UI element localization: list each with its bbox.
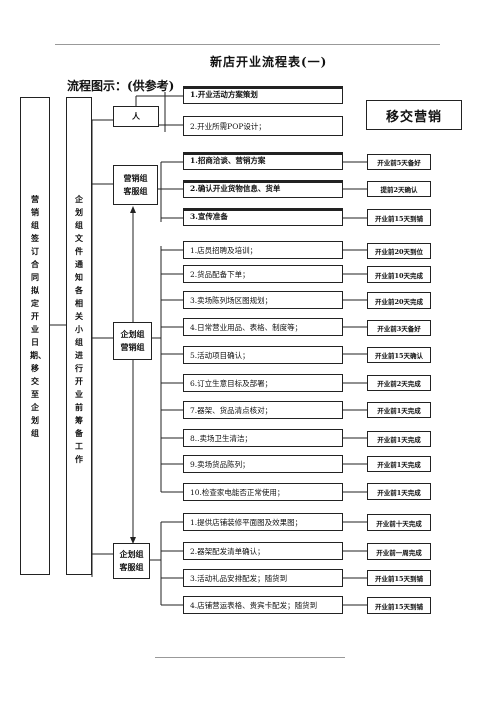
- due-b-7: 开业前1天完成: [367, 402, 431, 418]
- footer-rule: [155, 657, 345, 658]
- group-sales-service: 营销组 客服组: [113, 165, 158, 205]
- top-task-2: 2.开业所需POP设计；: [183, 116, 343, 136]
- due-b-1: 开业前20天到位: [367, 243, 431, 259]
- task-c-3: 3.活动礼品安排配发；随货到: [183, 569, 343, 587]
- header-rule: [55, 44, 440, 45]
- top-group-label: 人: [132, 111, 140, 121]
- due-b-6: 开业前2天完成: [367, 375, 431, 391]
- task-a-1: 1.招商洽谈、营销方案: [183, 152, 343, 170]
- due-c-3: 开业前15天到铺: [367, 570, 431, 586]
- task-b-7: 7.器架、货品清点核对；: [183, 401, 343, 419]
- task-b-3: 3.卖场陈列场区图规划；: [183, 291, 343, 309]
- task-c-2: 2.器架配发清单确认；: [183, 542, 343, 560]
- due-b-4: 开业前3天备好: [367, 320, 431, 336]
- sales-signing-text: 营销组签订合同拟定开业日期、移交至企划组: [30, 194, 46, 438]
- top-task-1: 1.开业活动方案策划: [183, 86, 343, 104]
- task-a-2: 2.确认开业货物信息、货单: [183, 180, 343, 198]
- due-c-2: 开业前一周完成: [367, 543, 431, 560]
- handoff-sales-box: 移交营销: [366, 100, 462, 130]
- task-b-8: 8..卖场卫生清洁；: [183, 429, 343, 447]
- task-a-3: 3.宣传准备: [183, 208, 343, 226]
- task-b-5: 5.活动项目确认；: [183, 346, 343, 364]
- due-b-8: 开业前1天完成: [367, 431, 431, 447]
- due-c-1: 开业前十天完成: [367, 514, 431, 531]
- due-a-3: 开业前15天到铺: [367, 209, 431, 226]
- task-b-4: 4.日常营业用品、表格、制度等；: [183, 318, 343, 336]
- group-planning-sales: 企划组 营销组: [113, 322, 152, 360]
- due-b-2: 开业前10天完成: [367, 266, 431, 283]
- task-b-6: 6.订立生意目标及部署；: [183, 374, 343, 392]
- planning-notice-text: 企划组文件通知各相关小组进行开业前筹备工作: [75, 194, 83, 464]
- task-c-4: 4.店铺营运表格、贵宾卡配发；随货到: [183, 596, 343, 614]
- top-group-box: 人: [113, 106, 159, 127]
- due-b-9: 开业前1天完成: [367, 456, 431, 472]
- task-c-1: 1.提供店铺装修平面图及效果图；: [183, 513, 343, 531]
- task-b-10: 10.检查家电能否正常使用；: [183, 483, 343, 501]
- due-b-5: 开业前15天确认: [367, 347, 431, 363]
- due-b-3: 开业前20天完成: [367, 292, 431, 309]
- due-b-10: 开业前1天完成: [367, 483, 431, 500]
- due-a-1: 开业前5天备好: [367, 154, 431, 170]
- sales-signing-column: [20, 97, 50, 575]
- due-c-4: 开业前15天到铺: [367, 597, 431, 614]
- task-b-1: 1.店员招聘及培训；: [183, 241, 343, 259]
- page-title: 新店开业流程表(一): [210, 55, 328, 69]
- flow-subtitle: 流程图示：(供参考): [67, 79, 175, 93]
- task-b-9: 9.卖场货品陈列；: [183, 455, 343, 473]
- group-planning-service: 企划组 客服组: [113, 543, 150, 579]
- due-a-2: 提前2天确认: [367, 181, 431, 197]
- planning-notice-column: [66, 97, 92, 575]
- task-b-2: 2.货品配备下单；: [183, 265, 343, 283]
